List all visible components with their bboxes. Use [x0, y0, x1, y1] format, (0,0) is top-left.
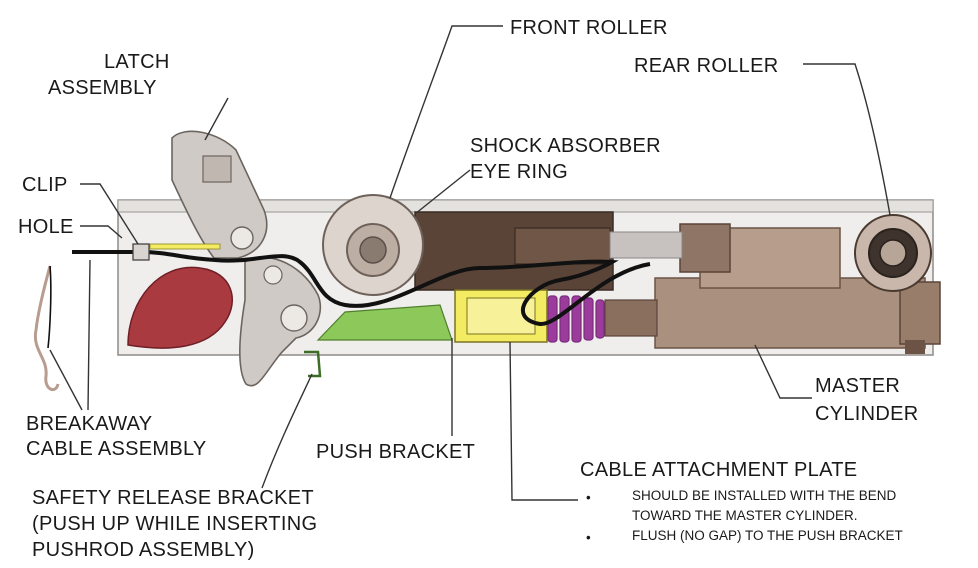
note-bullet-1: • [586, 490, 591, 505]
leader-hole [80, 225, 123, 239]
leader-safety [261, 373, 313, 489]
cable-clip [132, 243, 150, 261]
label-shock-line1: SHOCK ABSORBER [470, 135, 661, 157]
leader-latch [204, 97, 229, 141]
label-safety-line1: SAFETY RELEASE BRACKET [32, 487, 314, 509]
front-roller-center [359, 236, 387, 264]
master-cylinder-foot [905, 340, 925, 354]
leader-plate [509, 341, 578, 501]
label-shock-line2: EYE RING [470, 161, 568, 183]
master-cylinder-rod [604, 299, 658, 337]
safety-release-pivot [280, 304, 308, 332]
label-push-bracket: PUSH BRACKET [316, 441, 475, 463]
leader-front-roller [389, 25, 503, 199]
label-master-line1: MASTER [815, 375, 900, 397]
safety-release-pin [263, 265, 283, 285]
shock-absorber-rod [609, 231, 683, 259]
label-latch-line1: LATCH [104, 51, 170, 73]
rear-roller-core [879, 239, 907, 267]
leader-clip [80, 183, 139, 245]
note1-line1: SHOULD BE INSTALLED WITH THE BEND [632, 488, 897, 503]
leader-breakaway-a [87, 259, 91, 411]
label-rear-roller: REAR ROLLER [634, 55, 778, 77]
breakaway-cable-hook [33, 265, 60, 392]
note2-line1: FLUSH (NO GAP) TO THE PUSH BRACKET [632, 528, 903, 543]
label-breakaway-line2: CABLE ASSEMBLY [26, 438, 207, 460]
breakaway-pin [149, 243, 221, 250]
note-bullet-2: • [586, 530, 591, 545]
breakaway-cable-strand [47, 265, 52, 349]
master-cylinder-end [899, 281, 941, 345]
master-cylinder-cap [679, 223, 731, 273]
label-safety-line2: (PUSH UP WHILE INSERTING [32, 513, 317, 535]
leader-master [754, 344, 812, 399]
leader-rear-roller [803, 63, 891, 216]
label-front-roller: FRONT ROLLER [510, 17, 668, 39]
latch-spring-block [202, 155, 232, 183]
leader-breakaway-b [49, 349, 83, 411]
label-safety-line3: PUSHROD ASSEMBLY) [32, 539, 255, 561]
label-latch-line2: ASSEMBLY [48, 77, 157, 99]
safety-release-bracket [304, 350, 322, 378]
leader-shock [414, 169, 471, 215]
label-breakaway-line1: BREAKAWAY [26, 413, 152, 435]
shock-absorber-sleeve [514, 227, 611, 265]
coil-spring [547, 295, 605, 343]
red-breakaway-ball [127, 266, 234, 349]
label-clip: CLIP [22, 174, 68, 196]
breakaway-cable [72, 250, 651, 326]
safety-release-plate [239, 256, 322, 387]
latch-pivot [230, 226, 254, 250]
latch-assembly [171, 130, 268, 259]
push-bracket [316, 304, 453, 341]
label-master-line2: CYLINDER [815, 403, 919, 425]
label-cable-plate-title: CABLE ATTACHMENT PLATE [580, 459, 857, 481]
note1-line2: TOWARD THE MASTER CYLINDER. [632, 508, 858, 523]
label-hole: HOLE [18, 216, 74, 238]
